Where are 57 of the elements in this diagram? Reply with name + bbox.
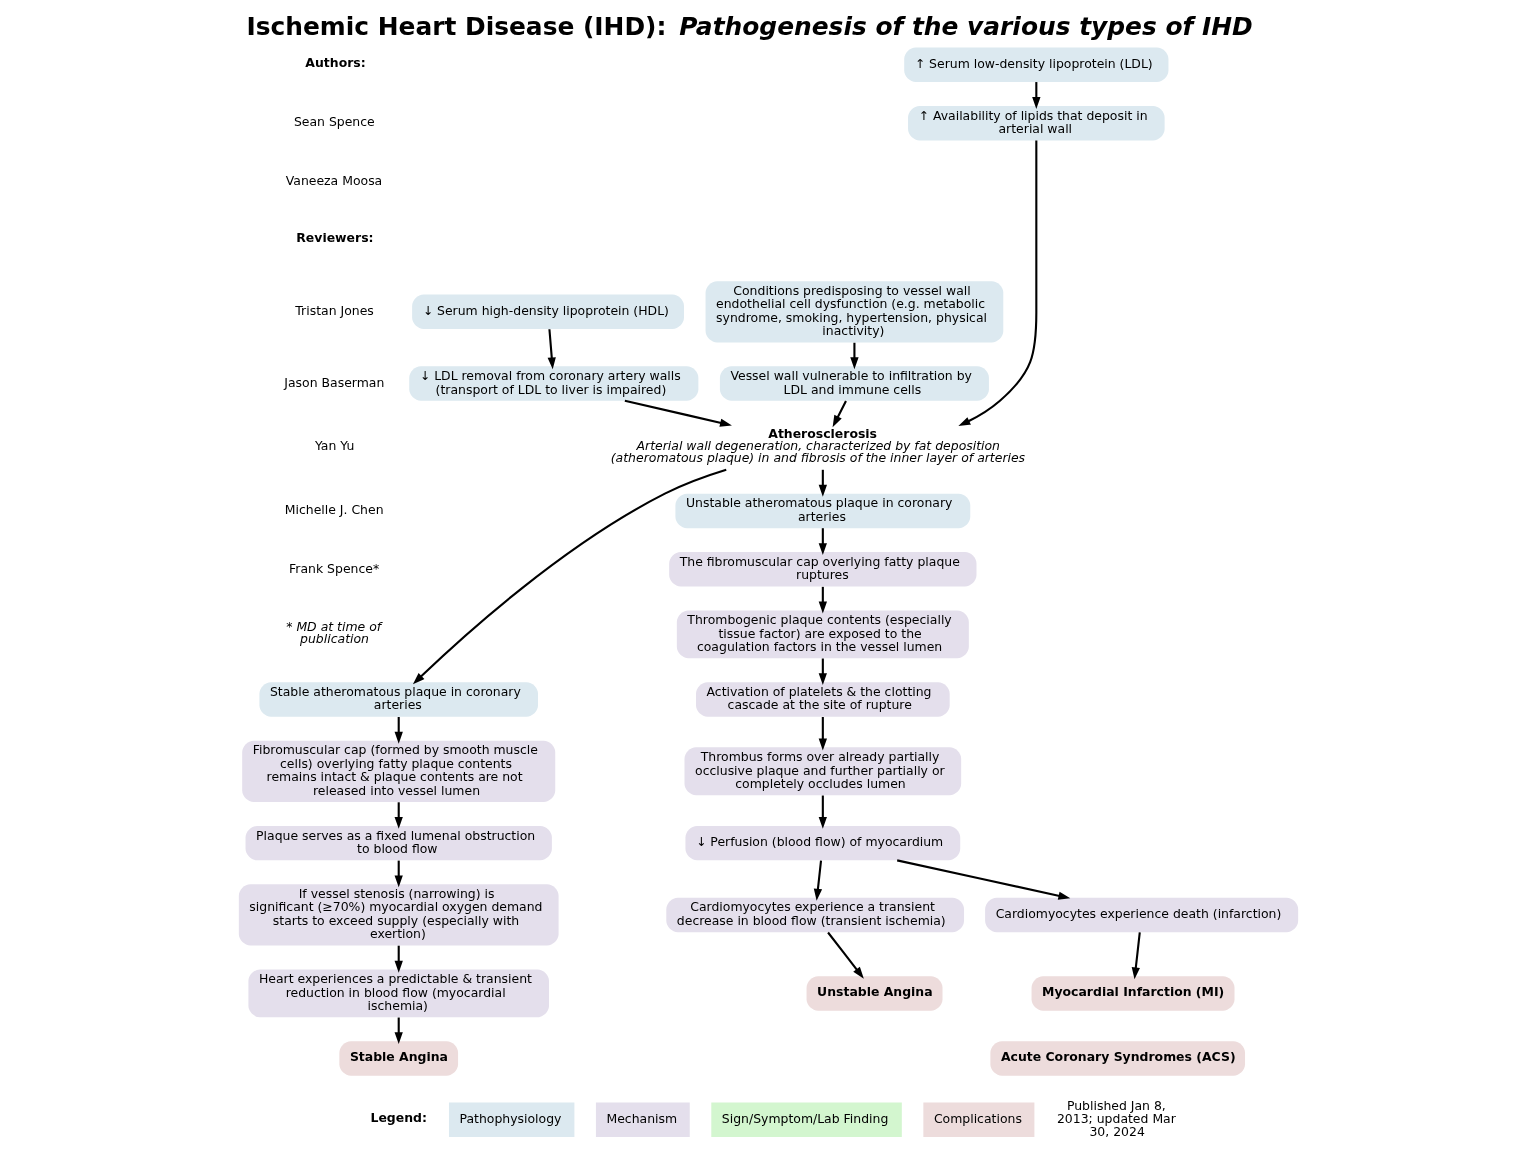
node-box: The fibromuscular cap overlying fatty plaque ruptures xyxy=(668,552,976,587)
label: * MD at time of publication xyxy=(285,618,381,647)
label: Authors: xyxy=(304,55,366,71)
node-text: Atherosclerosis Arterial wall degeneration, characterized by fat deposition (atheromatous plaque) in and fibrosis of the inner layer of arteries xyxy=(610,425,1025,466)
node-box: ↓ Perfusion (blood flow) of myocardium xyxy=(684,825,960,861)
label: Jason Baserman xyxy=(283,374,384,390)
arrow xyxy=(826,931,864,979)
arrow xyxy=(394,802,403,829)
node-box: Thrombus forms over already partially occlusive plaque and further partially or completely occludes lumen xyxy=(684,747,961,796)
arrow xyxy=(1131,932,1141,980)
arrow xyxy=(624,399,732,427)
node-box: Fibromuscular cap (formed by smooth muscle cells) overlying fatty plaque contents remains intact & plaque contents are not released into vessel lumen xyxy=(241,740,555,802)
label: Frank Spence* xyxy=(288,560,379,576)
node-box: Vessel wall vulnerable to infiltration by LDL and immune cells xyxy=(719,366,989,401)
node-box: Unstable atheromatous plaque in coronary arteries xyxy=(674,493,970,529)
diagram-title: Ischemic Heart Disease (IHD): Pathogenesis of the various types of IHD xyxy=(245,11,1253,41)
arrow xyxy=(394,717,403,744)
node-box: ↓ LDL removal from coronary artery walls (transport of LDL to liver is impaired) xyxy=(408,366,698,401)
arrow xyxy=(813,860,822,901)
node-box: If vessel stenosis (narrowing) is significant (≥70%) myocardial oxygen demand starts to exceed supply (especially with exertion) xyxy=(238,884,559,946)
arrow xyxy=(957,140,1037,426)
label: Sean Spence xyxy=(293,114,375,130)
node-box: Cardiomyocytes experience death (infarction) xyxy=(984,897,1298,933)
arrow xyxy=(896,859,1070,900)
node-box: Activation of platelets & the clotting cascade at the site of rupture xyxy=(695,682,950,717)
node-box: Plaque serves as a fixed lumenal obstruction to blood flow xyxy=(245,825,552,861)
arrow xyxy=(547,329,556,370)
label: Michelle J. Chen xyxy=(284,502,384,518)
node-box: ↑ Serum low-density lipoprotein (LDL) xyxy=(903,47,1168,82)
label: Reviewers: xyxy=(295,230,374,246)
node-box: Heart experiences a predictable & transient reduction in blood flow (myocardial ischemia) xyxy=(247,969,549,1018)
node-box: Cardiomyocytes experience a transient decrease in blood flow (transient ischemia) xyxy=(665,897,964,933)
label: Yan Yu xyxy=(314,438,354,454)
node-box: Stable atheromatous plaque in coronary arteries xyxy=(258,682,538,717)
node-box: Thrombogenic plaque contents (especially tissue factor) are exposed to the coagulation factors in the vessel lumen xyxy=(676,610,969,659)
node-box: ↓ Serum high-density lipoprotein (HDL) xyxy=(411,294,684,329)
node-box: Unstable Angina xyxy=(806,976,942,1011)
node-box: Acute Coronary Syndromes (ACS) xyxy=(989,1041,1245,1076)
arrow xyxy=(818,717,827,751)
legend-label: Sign/Symptom/Lab Finding xyxy=(721,1111,888,1127)
node-box: ↑ Availability of lipids that deposit in arterial wall xyxy=(907,105,1165,141)
arrow xyxy=(832,400,847,428)
arrow xyxy=(394,945,403,973)
label: Vaneeza Moosa xyxy=(285,172,382,188)
label: Tristan Jones xyxy=(294,303,374,319)
arrow xyxy=(818,795,827,829)
legend-label: Mechanism xyxy=(605,1111,677,1127)
arrow xyxy=(412,468,727,685)
arrow xyxy=(818,586,827,614)
label: Published Jan 8, 2013; updated Mar 30, 2024 xyxy=(1056,1097,1176,1140)
legend-label: Complications xyxy=(933,1111,1022,1127)
arrow xyxy=(818,469,827,497)
label: Legend: xyxy=(369,1110,427,1126)
node-box: Myocardial Infarction (MI) xyxy=(1031,976,1234,1011)
node-box: Stable Angina xyxy=(338,1041,458,1076)
legend-label: Pathophysiology xyxy=(459,1111,561,1127)
node-box: Conditions predisposing to vessel wall endothelial cell dysfunction (e.g. metabolic syndrome, smoking, hypertension, physical inactivity) xyxy=(705,281,1003,343)
